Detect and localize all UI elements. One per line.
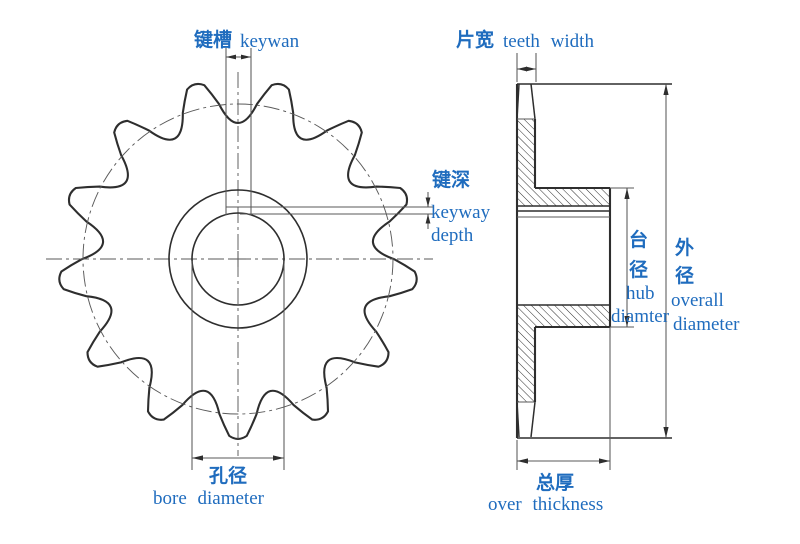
keyway-width-label-en: keywan [240, 31, 300, 52]
overall-diameter-label-en1: overall [671, 290, 724, 311]
teeth-width-arrow-right [526, 66, 536, 72]
dimensions [192, 53, 669, 470]
keyway-depth-arrow-up [425, 214, 431, 224]
front-view [46, 48, 433, 470]
overall-diameter-label-en2: diameter [673, 314, 740, 335]
overall-thickness-label-zh: 总厚 [536, 472, 575, 494]
hub-diameter-label-en1: hub [626, 283, 655, 304]
bore-diameter-label-zh: 孔径 [209, 465, 248, 487]
overall-diameter-label-zh1: 外 [675, 237, 695, 259]
overall-arrow-up [663, 84, 669, 95]
keywan-arrow-right [241, 54, 251, 60]
bore-circle [191, 212, 285, 306]
keyway-depth-label-en2: depth [431, 225, 474, 246]
bottom-tooth-flank-right [530, 401, 536, 438]
teeth-width-arrow-left [517, 66, 527, 72]
section-hatch-lower [517, 305, 610, 402]
overall-diameter-label-zh2: 径 [675, 265, 695, 287]
hub-arrow-up [624, 188, 630, 199]
hub-diameter-label-zh1: 台 [629, 229, 649, 251]
keyway-depth-label-en1: keyway [431, 202, 491, 223]
keywan-arrow-left [226, 54, 236, 60]
teeth-width-label-zh: 片宽 [456, 29, 495, 51]
overall-arrow-down [663, 427, 669, 438]
thickness-arrow-left [517, 458, 528, 464]
section-hatch-upper [517, 119, 610, 206]
teeth-width-label-en: teeth width [503, 31, 594, 52]
bore-diameter-label-en: bore diameter [153, 488, 264, 509]
bottom-tooth-flank-left [516, 401, 520, 438]
bore-arrow-left [192, 455, 203, 461]
keyway-width-label-zh: 键槽 [194, 29, 233, 51]
keyway-depth-label-zh: 键深 [432, 169, 471, 191]
hub-diameter-label-zh2: 径 [629, 259, 649, 281]
thickness-arrow-right [599, 458, 610, 464]
hub-circle [168, 189, 308, 329]
side-view [515, 83, 672, 439]
keyway-depth-arrow-down [425, 197, 431, 207]
overall-thickness-label-en: over thickness [488, 494, 604, 515]
top-tooth-flank-right [530, 83, 536, 120]
top-tooth-flank-left [516, 83, 520, 120]
hub-diameter-label-en2: diamter [611, 306, 670, 327]
bore-arrow-right [273, 455, 284, 461]
hub-arrow-down [624, 316, 630, 327]
